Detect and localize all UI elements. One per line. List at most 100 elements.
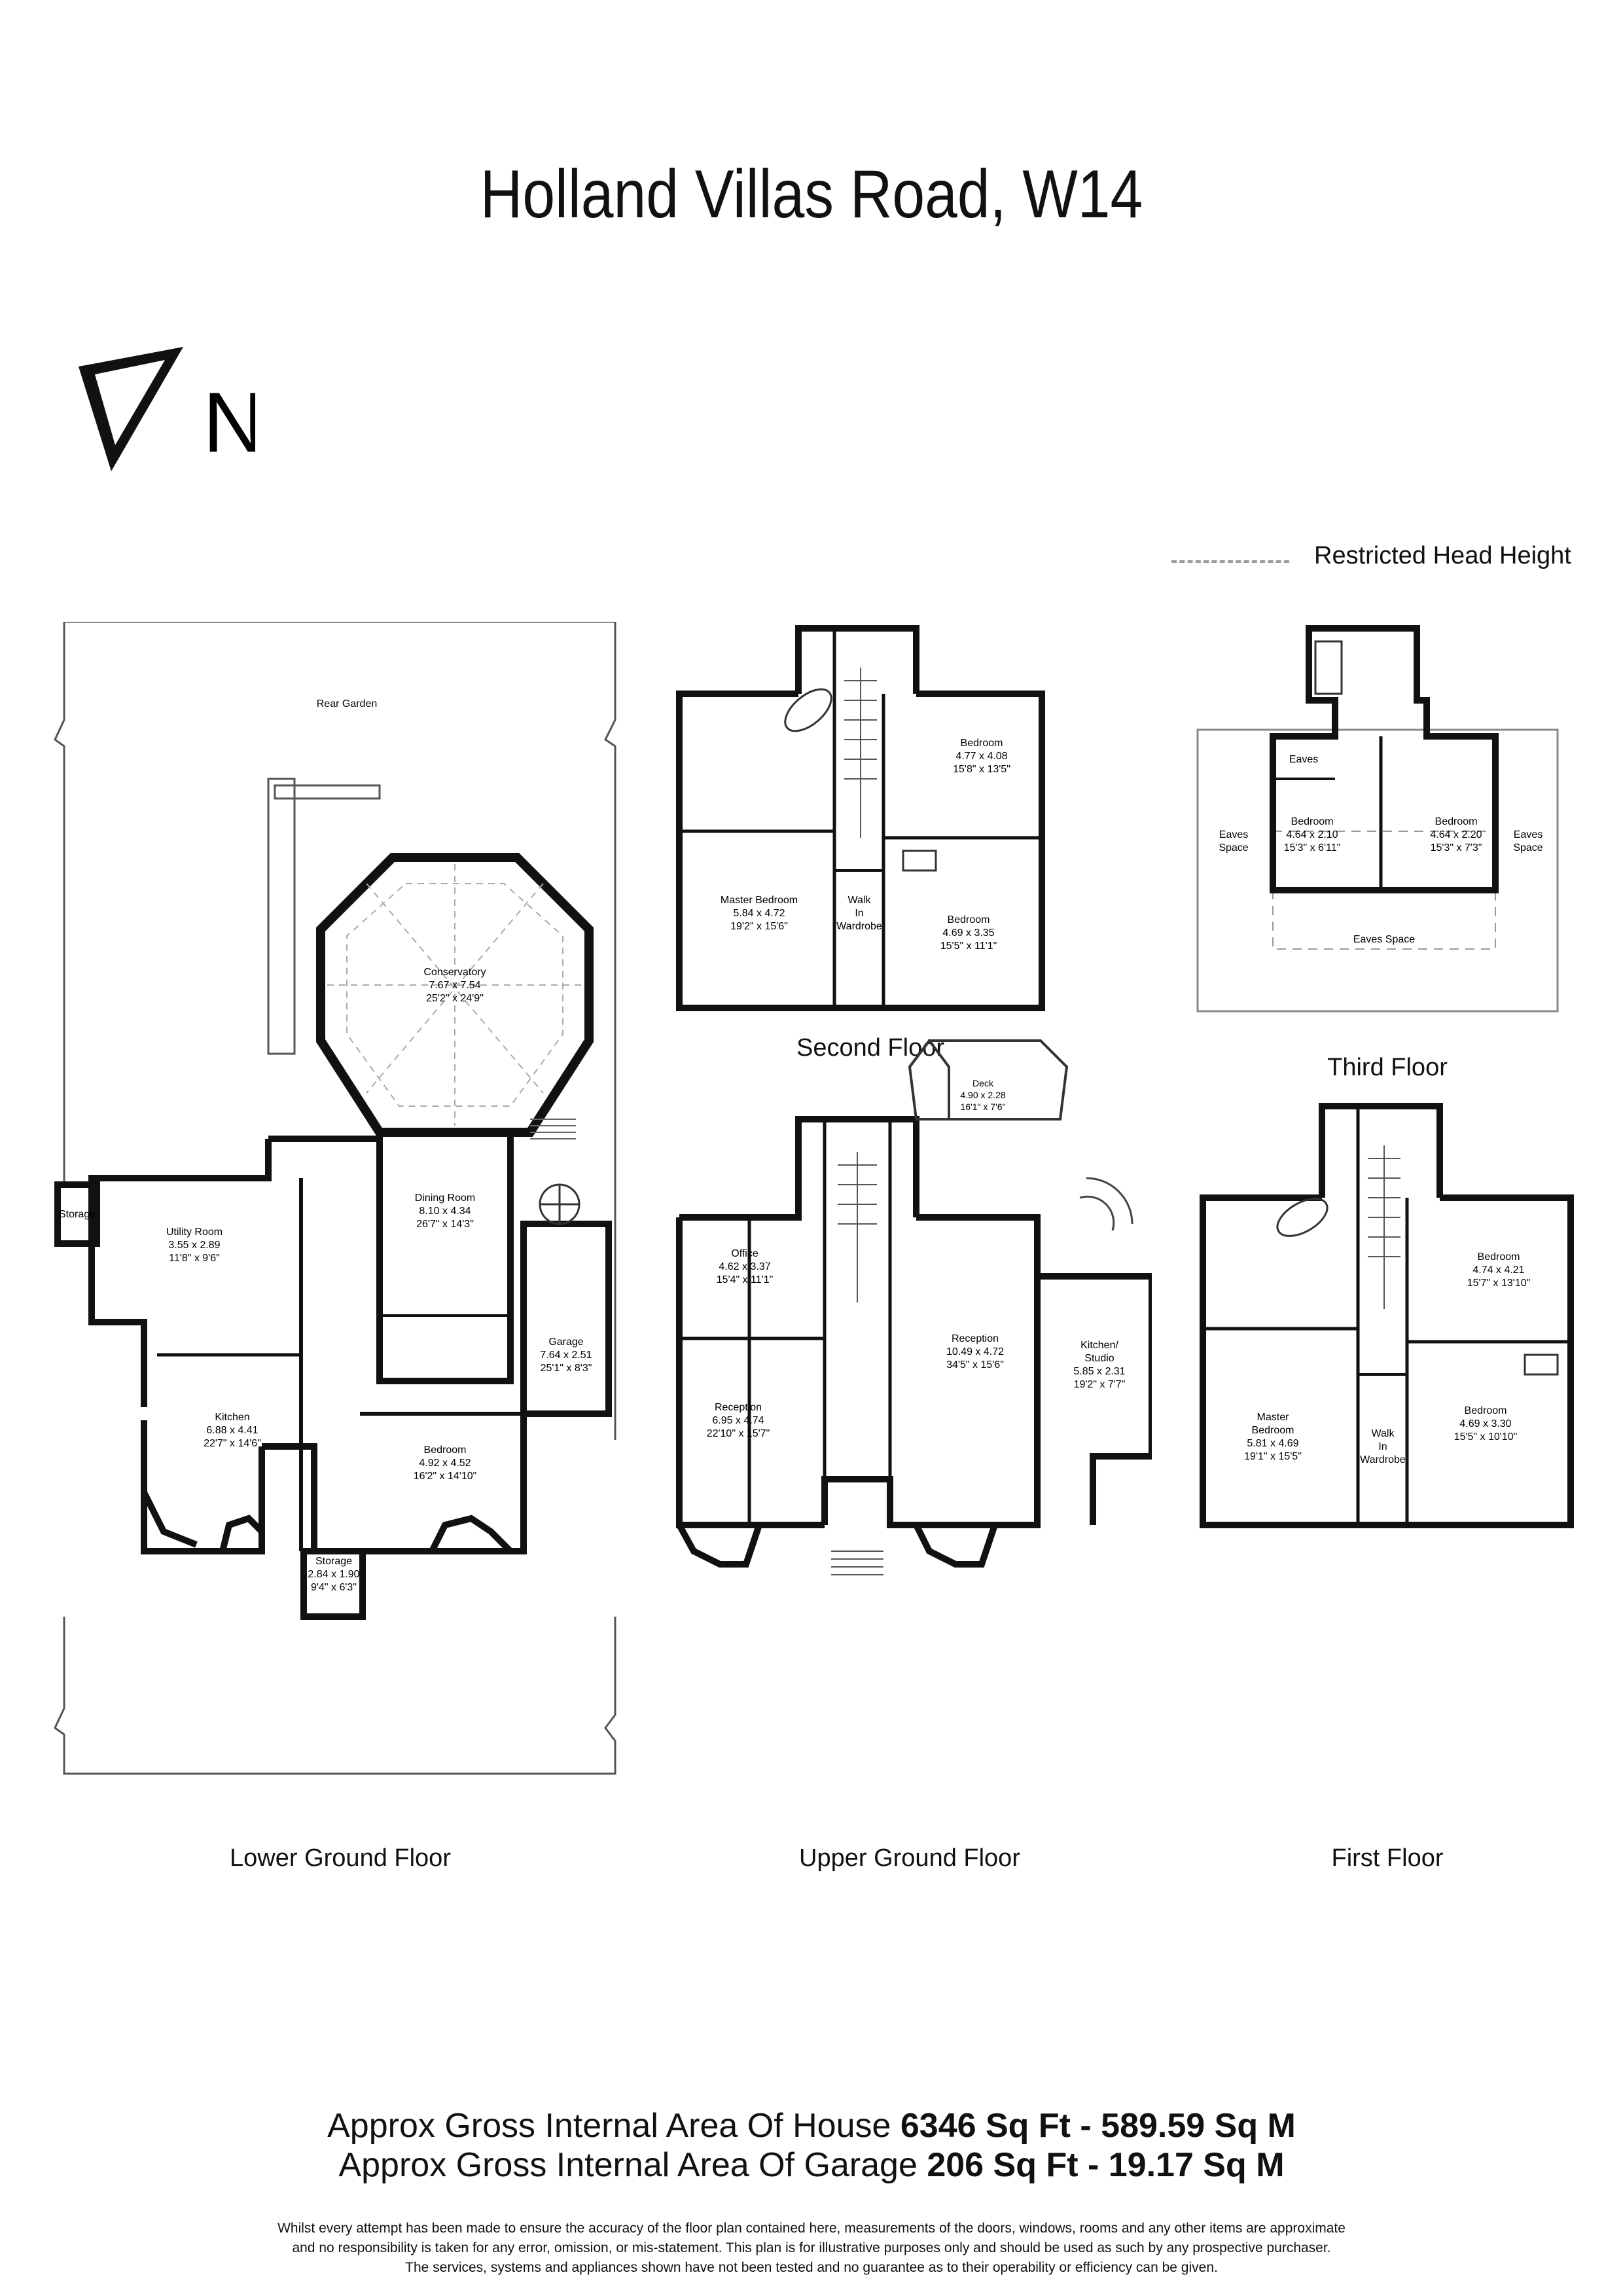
walk-in-l1: Walk [848, 895, 872, 906]
deck-imperial: 16'1" x 7'6" [961, 1102, 1006, 1112]
disclaimer-line-1: Whilst every attempt has been made to en… [277, 2221, 1346, 2236]
utility-room-metric: 3.55 x 2.89 [168, 1240, 220, 1251]
bedroom-b-imperial: 15'5" x 11'1" [940, 941, 997, 952]
first-bedroom-a-imperial: 15'7" x 13'10" [1467, 1278, 1531, 1289]
spiral-stair-icon [1079, 1177, 1133, 1231]
master-bedroom-label: Master Bedroom [721, 895, 798, 906]
kitchen-studio-label2: Studio [1084, 1353, 1114, 1364]
reception-left-imperial: 22'10" x 15'7" [707, 1428, 770, 1439]
bedroom-b-metric: 4.69 x 3.35 [942, 927, 994, 939]
third-bedroom-b-imperial: 15'3" x 7'3" [1431, 842, 1482, 853]
garage-imperial: 25'1" x 8'3" [541, 1363, 592, 1374]
third-floor-walls [1270, 625, 1499, 893]
first-floor-label: First Floor [1331, 1844, 1444, 1872]
bedroom-label: Bedroom [424, 1444, 467, 1456]
eaves-space-bottom: Eaves Space [1353, 934, 1415, 945]
legend: Restricted Head Height [1171, 542, 1597, 581]
garage-area-prefix: Approx Gross Internal Area Of Garage [338, 2146, 927, 2184]
house-area-prefix: Approx Gross Internal Area Of House [327, 2107, 901, 2145]
staircase [844, 668, 877, 838]
first-master-metric: 5.81 x 4.69 [1247, 1438, 1298, 1449]
eaves-space-right-l1: Eaves [1514, 829, 1543, 840]
page-title: Holland Villas Road, W14 [480, 156, 1143, 232]
lower-ground-walls [54, 1132, 612, 1620]
master-bedroom-metric: 5.84 x 4.72 [733, 908, 785, 919]
third-floor-plan: Eaves Eaves Space Eaves Space Eaves Spac… [1196, 625, 1559, 1013]
walk-in-l2: In [855, 908, 863, 919]
bedroom-a-label: Bedroom [961, 738, 1003, 749]
spiral-stair-icon [539, 1183, 580, 1225]
garage-metric: 7.64 x 2.51 [540, 1350, 592, 1361]
kitchen-label: Kitchen [215, 1412, 249, 1423]
staircase [838, 1152, 877, 1302]
storage-label: Storage [315, 1556, 352, 1567]
bath-icon [784, 688, 937, 872]
third-bedroom-a-imperial: 15'3" x 6'11" [1284, 842, 1341, 853]
bedroom-b-label: Bedroom [948, 914, 990, 925]
upper-ground-walls [676, 1116, 1152, 1568]
kitchen-studio-label: Kitchen/ [1080, 1340, 1118, 1351]
bedroom-a-imperial: 15'8" x 13'5" [953, 764, 1010, 775]
disclaimer: Whilst every attempt has been made to en… [118, 2219, 1505, 2278]
kitchen-metric: 6.88 x 4.41 [206, 1425, 258, 1436]
walk-in-l3: Wardrobe [836, 921, 882, 932]
bedroom-a-metric: 4.77 x 4.08 [955, 751, 1007, 762]
lower-ground-floor-label: Lower Ground Floor [230, 1844, 451, 1872]
reception-left-label: Reception [715, 1402, 762, 1413]
first-bedroom-a-metric: 4.74 x 4.21 [1472, 1265, 1524, 1276]
staircase [1368, 1145, 1400, 1309]
office-imperial: 15'4" x 11'1" [717, 1274, 774, 1285]
office-metric: 4.62 x 3.37 [719, 1261, 770, 1272]
deck-metric: 4.90 x 2.28 [960, 1090, 1005, 1100]
first-floor-walls [1200, 1103, 1574, 1528]
north-arrow-icon: N [79, 347, 255, 471]
bedroom-metric: 4.92 x 4.52 [419, 1458, 471, 1469]
lower-ground-floor-plan: Rear Garden Conservatory 7.67 x 7.54 25'… [54, 622, 616, 1775]
master-bedroom-imperial: 19'2" x 15'6" [730, 921, 788, 932]
legend-label: Restricted Head Height [1314, 542, 1571, 569]
third-floor-label: Third Floor [1327, 1054, 1448, 1081]
eaves-space-left-l2: Space [1219, 842, 1248, 853]
second-floor-label: Second Floor [796, 1034, 944, 1062]
dining-room-metric: 8.10 x 4.34 [419, 1206, 471, 1217]
bedroom-imperial: 16'2" x 14'10" [414, 1471, 477, 1482]
eaves-space-left-l1: Eaves [1219, 829, 1248, 840]
first-master-imperial: 19'1" x 15'5" [1244, 1451, 1302, 1462]
disclaimer-line-3: The services, systems and appliances sho… [405, 2260, 1218, 2275]
deck-outline [908, 1038, 1069, 1121]
garden-steps [530, 1119, 576, 1139]
house-area-value: 6346 Sq Ft - 589.59 Sq M [900, 2107, 1296, 2145]
storage-metric: 2.84 x 1.90 [308, 1569, 359, 1580]
conservatory-imperial: 25'2" x 24'9" [426, 993, 484, 1004]
first-bedroom-b-imperial: 15'5" x 10'10" [1454, 1431, 1518, 1443]
restricted-height-dash-icon [1171, 560, 1289, 563]
garage-area-value: 206 Sq Ft - 19.17 Sq M [927, 2146, 1285, 2184]
third-bedroom-a-metric: 4.64 x 2.10 [1286, 829, 1338, 840]
storage-imperial: 9'4" x 6'3" [311, 1582, 357, 1593]
first-walk-in-l2: In [1378, 1441, 1387, 1452]
disclaimer-line-2: and no responsibility is taken for any e… [292, 2240, 1331, 2255]
front-steps [831, 1551, 883, 1575]
first-bedroom-b-metric: 4.69 x 3.30 [1459, 1418, 1511, 1429]
third-bedroom-b-label: Bedroom [1435, 816, 1478, 827]
dining-room-imperial: 26'7" x 14'3" [416, 1219, 474, 1230]
first-master-l2: Bedroom [1252, 1425, 1294, 1436]
eaves-space-right-l2: Space [1513, 842, 1543, 853]
first-walk-in-l3: Wardrobe [1360, 1454, 1406, 1465]
garage-area: Approx Gross Internal Area Of Garage 206… [0, 2145, 1623, 2185]
utility-room-imperial: 11'8" x 9'6" [169, 1253, 220, 1264]
reception-right-metric: 10.49 x 4.72 [946, 1346, 1004, 1357]
reception-right-imperial: 34'5" x 15'6" [946, 1359, 1004, 1371]
kitchen-studio-imperial: 19'2" x 7'7" [1074, 1379, 1126, 1390]
utility-room-label: Utility Room [166, 1227, 223, 1238]
office-label: Office [731, 1248, 758, 1259]
bath-icon [1314, 640, 1343, 695]
second-floor-walls [676, 625, 1045, 1011]
compass-letter: N [203, 374, 255, 470]
reception-left-metric: 6.95 x 4.74 [712, 1415, 764, 1426]
conservatory-label: Conservatory [423, 967, 486, 978]
first-bedroom-b-label: Bedroom [1465, 1405, 1507, 1416]
third-bedroom-a-label: Bedroom [1291, 816, 1334, 827]
garage-label: Garage [548, 1336, 583, 1348]
deck-label: Deck [972, 1078, 994, 1088]
